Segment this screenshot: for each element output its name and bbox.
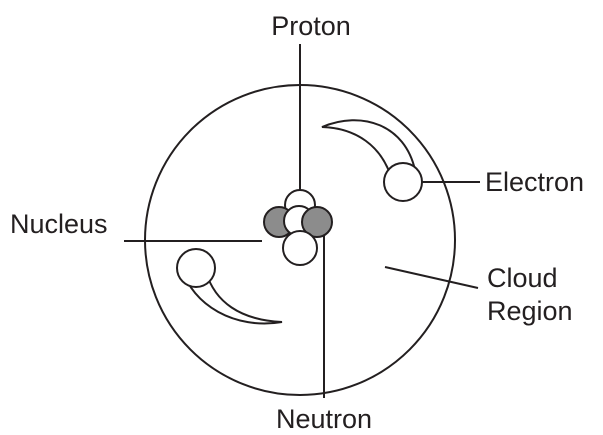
cloud-region-label-line1: Cloud	[487, 263, 558, 293]
neutron-label: Neutron	[276, 404, 372, 434]
nucleus-label: Nucleus	[10, 209, 108, 239]
electron-lower	[177, 249, 215, 287]
proton-label: Proton	[271, 11, 351, 41]
electron-upper	[384, 163, 422, 201]
proton-bottom	[283, 231, 317, 265]
cloud-region-label-line2: Region	[487, 296, 573, 326]
electron-label: Electron	[485, 167, 584, 197]
